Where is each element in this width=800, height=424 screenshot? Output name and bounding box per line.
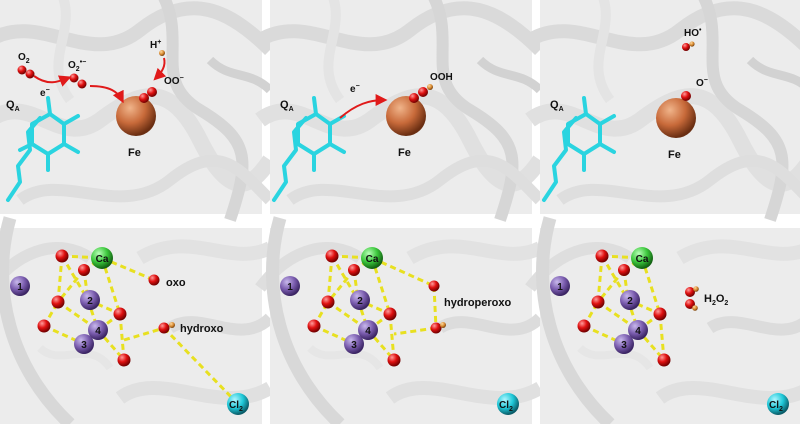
chloride-ion — [767, 393, 789, 415]
arrow-electron — [339, 94, 388, 119]
label-qa: QA — [550, 99, 564, 113]
label-mn4: 4 — [635, 326, 641, 337]
label-superoxide: O2•− — [68, 59, 86, 73]
hydrogen-peroxide — [685, 286, 699, 311]
superoxide-bound — [139, 87, 157, 103]
calcium-atom — [631, 247, 653, 269]
panel-b3: 1 2 3 4 Ca Cl2 H2O2 — [530, 218, 800, 424]
label-cl: Cl2 — [229, 400, 243, 413]
label-hydroxo: hydroxo — [180, 323, 224, 335]
panel-a3: HO• QA O− Fe — [530, 0, 800, 220]
manganese-4 — [628, 320, 648, 340]
arrow-electron-1 — [33, 75, 72, 87]
label-electron: e− — [350, 83, 360, 95]
label-h2o2: H2O2 — [704, 293, 728, 307]
label-mn3: 3 — [81, 340, 87, 351]
manganese-3 — [74, 334, 94, 354]
label-mn3: 3 — [351, 340, 357, 351]
arrow-electron-2 — [89, 85, 124, 104]
quinone-qa — [542, 96, 616, 202]
label-oo: OO− — [164, 75, 184, 87]
label-ca: Ca — [636, 254, 649, 265]
chloride-ion — [497, 393, 519, 415]
label-mn2: 2 — [627, 296, 633, 307]
label-mn1: 1 — [557, 282, 563, 293]
manganese-1 — [280, 276, 300, 296]
hydroperoxo-bound — [409, 84, 433, 103]
label-ca: Ca — [366, 254, 379, 265]
manganese-4 — [88, 320, 108, 340]
label-fe: Fe — [398, 147, 411, 159]
panel-a2: QA e− OOH Fe — [260, 0, 540, 220]
calcium-atom — [91, 247, 113, 269]
label-proton: H+ — [150, 39, 161, 51]
label-fe: Fe — [668, 149, 681, 161]
panel-b1: 1 2 3 4 Ca Cl2 oxo hydroxo — [0, 218, 270, 424]
manganese-2 — [620, 290, 640, 310]
manganese-1 — [550, 276, 570, 296]
iron-atom — [386, 96, 426, 136]
label-mn4: 4 — [365, 326, 371, 337]
label-mn2: 2 — [357, 296, 363, 307]
hydroxyl-radical — [682, 41, 695, 51]
label-cl: Cl2 — [769, 400, 783, 413]
label-mn4: 4 — [95, 326, 101, 337]
label-o: O− — [696, 77, 708, 89]
manganese-3 — [344, 334, 364, 354]
quinone-qa — [6, 96, 80, 202]
manganese-4 — [358, 320, 378, 340]
proton — [159, 50, 165, 56]
arrow-proton — [153, 57, 167, 81]
label-ooh: OOH — [430, 72, 453, 83]
label-mn1: 1 — [17, 282, 23, 293]
label-fe: Fe — [128, 147, 141, 159]
label-mn2: 2 — [87, 296, 93, 307]
panel-b2: 1 2 3 4 Ca Cl2 hydroperoxo — [260, 218, 540, 424]
iron-atom — [116, 96, 156, 136]
hydroxo-ligand — [158, 322, 175, 334]
iron-atom — [656, 98, 696, 138]
manganese-3 — [614, 334, 634, 354]
chloride-ion — [227, 393, 249, 415]
superoxide-radical — [69, 73, 87, 89]
label-electron: e− — [40, 87, 50, 99]
label-oxo: oxo — [166, 277, 186, 289]
label-o2: O2 — [18, 52, 30, 65]
oxo-bound — [681, 91, 691, 101]
label-hydroperoxo: hydroperoxo — [444, 297, 512, 309]
panel-a1: O2 e− O2•− H+ OO− QA Fe — [0, 0, 270, 220]
label-mn1: 1 — [287, 282, 293, 293]
label-ho: HO• — [684, 27, 702, 39]
oxygen-atoms — [37, 249, 131, 367]
label-cl: Cl2 — [499, 400, 513, 413]
label-qa: QA — [6, 99, 20, 113]
manganese-1 — [10, 276, 30, 296]
label-qa: QA — [280, 99, 294, 113]
dioxygen-molecule — [17, 65, 35, 79]
oxygen-atoms — [307, 249, 401, 367]
oxygen-atoms — [577, 249, 671, 367]
manganese-2 — [350, 290, 370, 310]
label-mn3: 3 — [621, 340, 627, 351]
calcium-atom — [361, 247, 383, 269]
manganese-2 — [80, 290, 100, 310]
hydroperoxo-ligand — [428, 280, 446, 334]
oxo-ligand — [148, 274, 160, 286]
label-ca: Ca — [96, 254, 109, 265]
